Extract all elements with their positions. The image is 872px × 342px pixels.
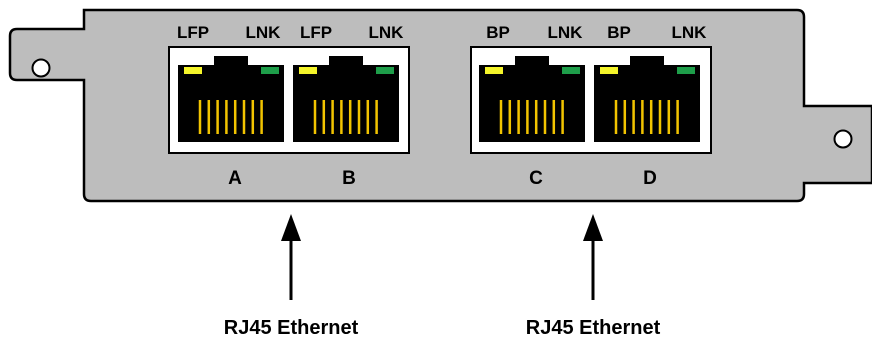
port-b-jack-body [293,56,399,142]
port-d-letter: D [643,168,657,189]
mounting-hole-left [31,58,51,78]
port-b-right-led [376,67,394,74]
port-a-jack [178,56,284,142]
port-c-letter: C [529,168,543,189]
bracket-plate [8,8,872,203]
port-c-right-led [562,67,580,74]
port-c-right-led-label: LNK [548,23,584,42]
port-a-left-led-label: LFP [177,23,209,42]
port-b-left-led [299,67,317,74]
port-d-jack [594,56,700,142]
port-d-jack-body [594,56,700,142]
arrow-left [281,214,301,300]
port-b-left-led-label: LFP [300,23,332,42]
port-d-right-led [677,67,695,74]
port-a-right-led-label: LNK [246,23,282,42]
port-c-left-led-label: BP [486,23,510,42]
port-c-jack [479,56,585,142]
port-c-jack-body [479,56,585,142]
mounting-hole-right [833,129,853,149]
port-a-letter: A [228,168,242,189]
port-d-left-led [600,67,618,74]
port-d-left-led-label: BP [607,23,631,42]
port-b-letter: B [342,168,356,189]
port-b-jack [293,56,399,142]
port-c-left-led [485,67,503,74]
port-a-left-led [184,67,202,74]
arrow-right [583,214,603,300]
port-a-jack-body [178,56,284,142]
port-a-right-led [261,67,279,74]
caption-left: RJ45 Ethernet [224,317,359,339]
port-d-right-led-label: LNK [672,23,708,42]
caption-right: RJ45 Ethernet [526,317,661,339]
port-b-right-led-label: LNK [369,23,405,42]
